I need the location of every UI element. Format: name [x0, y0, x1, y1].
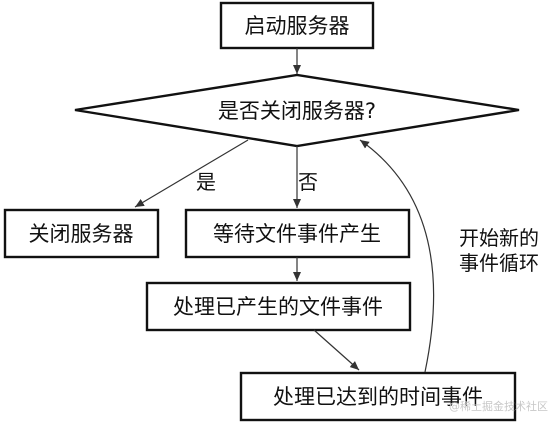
edge-yes-to-shutdown [134, 139, 249, 208]
loop-label-line1: 开始新的 [459, 226, 539, 250]
watermark-text: @稀土掘金技术社区 [449, 399, 548, 413]
wait-file-events-box [184, 208, 411, 259]
handle-time-events-label: 处理已达到的时间事件 [273, 385, 483, 409]
start-node-label: 启动服务器 [245, 14, 350, 38]
handle-time-events-box [239, 371, 517, 422]
wait-file-events-label: 等待文件事件产生 [213, 222, 381, 246]
edge-yes-label: 是 [196, 170, 216, 194]
handle-file-events-label: 处理已产生的文件事件 [173, 295, 383, 319]
edge-no-label: 否 [298, 170, 318, 194]
decision-node-label: 是否关闭服务器? [218, 99, 376, 123]
shutdown-node-box [3, 208, 160, 259]
loop-label-line2: 事件循环 [459, 251, 539, 275]
handle-file-events-box [145, 281, 412, 332]
edge-loop-back-to-decision [359, 139, 435, 373]
decision-node-diamond [74, 73, 520, 148]
start-node-box [219, 1, 375, 50]
shutdown-node-label: 关闭服务器 [29, 222, 134, 246]
edge-handle-file-to-handle-time [313, 329, 360, 371]
